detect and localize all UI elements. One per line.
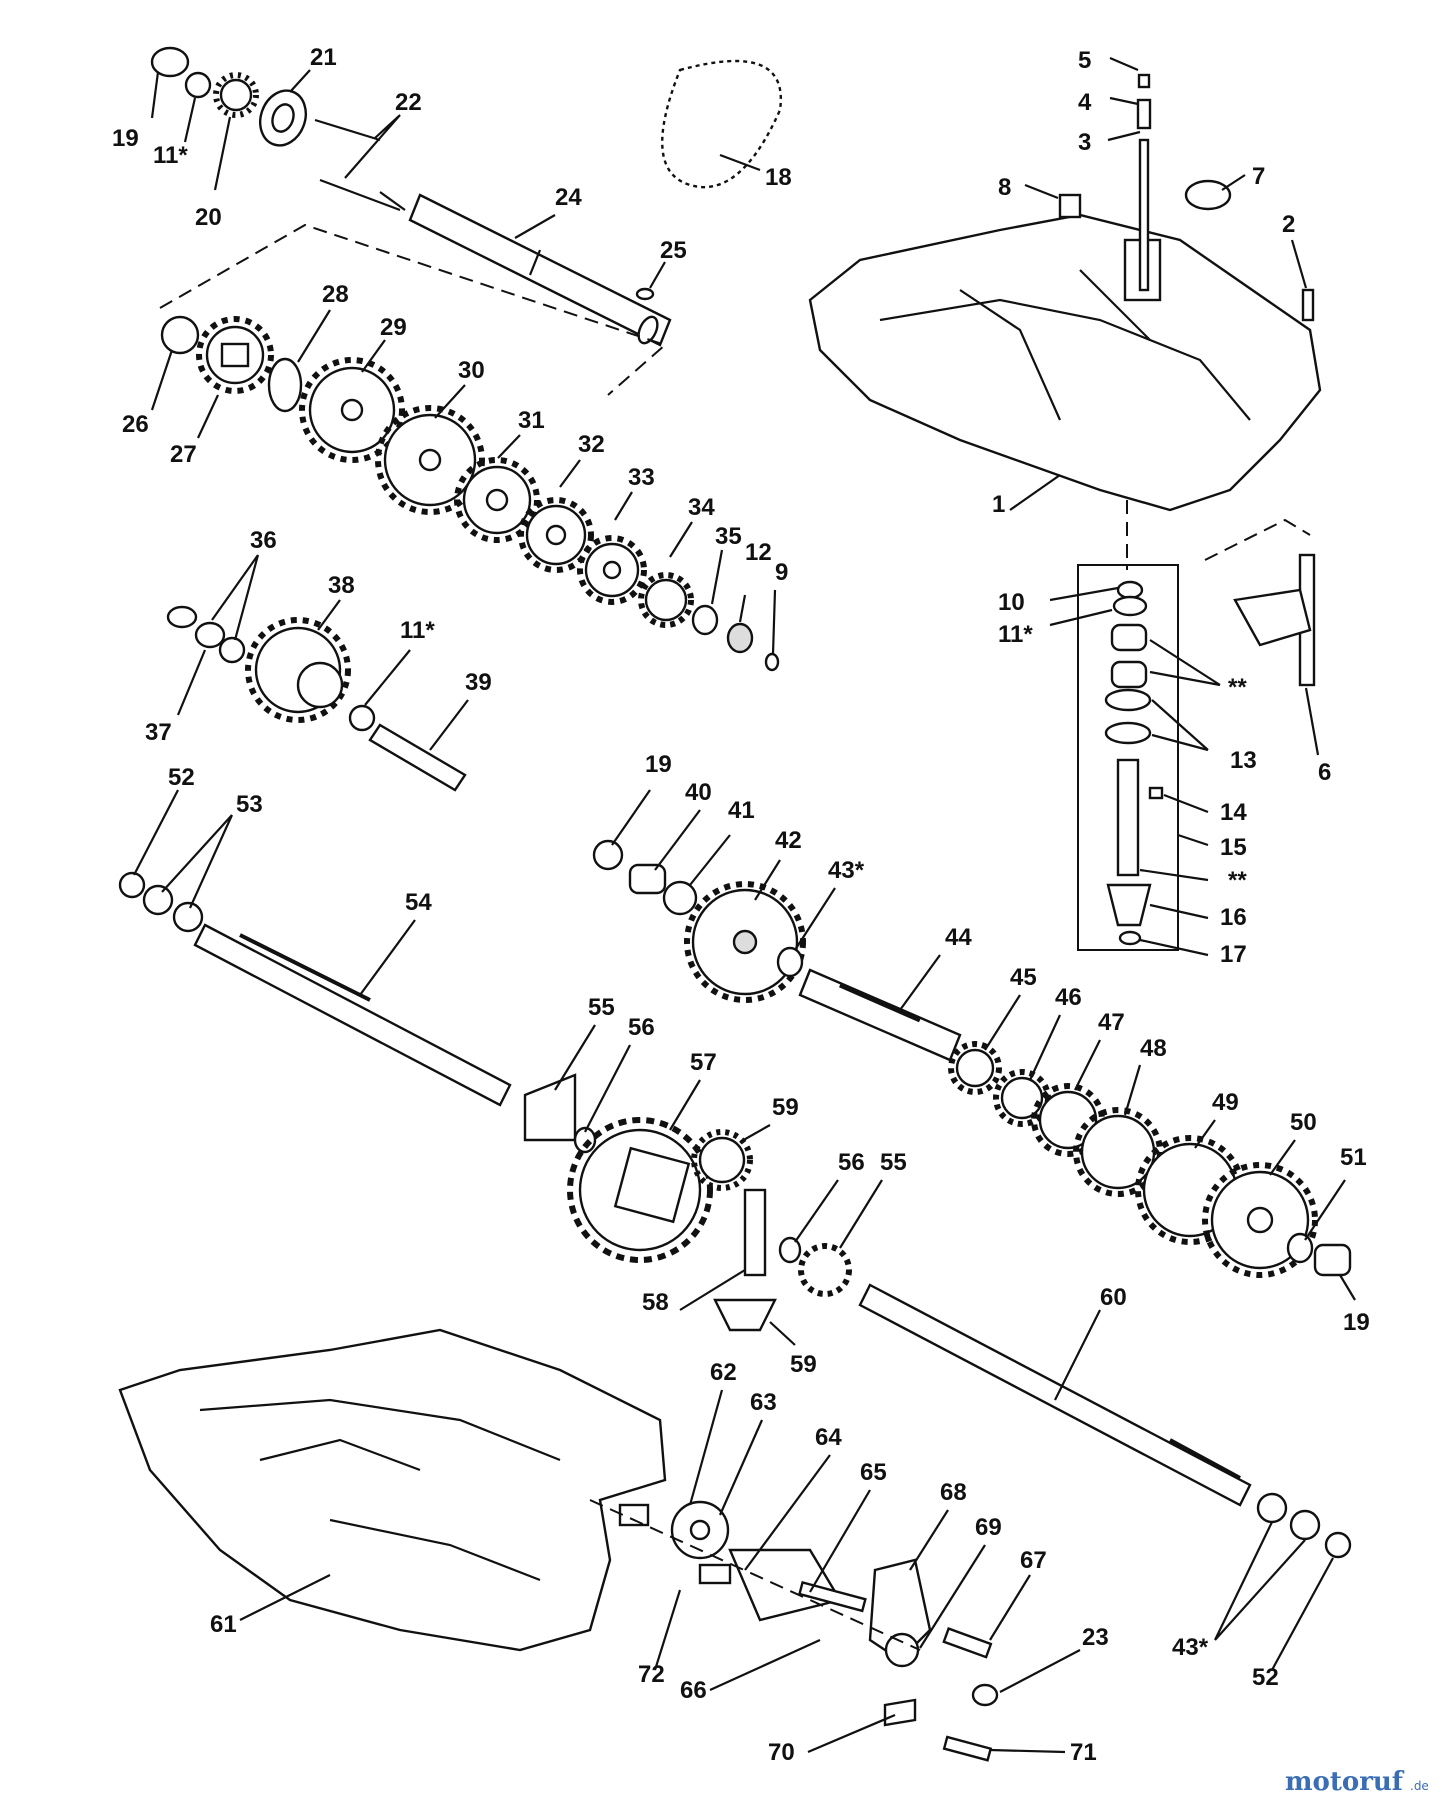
label-52: 52 bbox=[1252, 1664, 1279, 1691]
label-2: 2 bbox=[1282, 211, 1295, 238]
label-55: 55 bbox=[588, 994, 615, 1021]
label-18: 18 bbox=[765, 164, 792, 191]
label-68: 68 bbox=[940, 1479, 967, 1506]
label-52: 52 bbox=[168, 764, 195, 791]
label-11: 11* bbox=[998, 621, 1033, 648]
label-49: 49 bbox=[1212, 1089, 1239, 1116]
label-33: 33 bbox=[628, 464, 655, 491]
part-labels: 19 11* 20 21 22 18 24 25 5 4 3 8 7 2 26 … bbox=[112, 44, 1370, 1766]
label-59: 59 bbox=[772, 1094, 799, 1121]
label-63: 63 bbox=[750, 1389, 777, 1416]
label-double-star: ** bbox=[1228, 674, 1247, 701]
label-59: 59 bbox=[790, 1351, 817, 1378]
label-56: 56 bbox=[628, 1014, 655, 1041]
label-69: 69 bbox=[975, 1514, 1002, 1541]
label-41: 41 bbox=[728, 797, 755, 824]
label-45: 45 bbox=[1010, 964, 1037, 991]
label-19: 19 bbox=[1343, 1309, 1370, 1336]
watermark-brand: motoruf bbox=[1285, 1767, 1405, 1797]
label-48: 48 bbox=[1140, 1035, 1167, 1062]
label-19: 19 bbox=[645, 751, 672, 778]
label-21: 21 bbox=[310, 44, 337, 71]
label-39: 39 bbox=[465, 669, 492, 696]
label-5: 5 bbox=[1078, 47, 1091, 74]
label-25: 25 bbox=[660, 237, 687, 264]
label-56: 56 bbox=[838, 1149, 865, 1176]
label-4: 4 bbox=[1078, 89, 1092, 116]
label-19: 19 bbox=[112, 125, 139, 152]
label-66: 66 bbox=[680, 1677, 707, 1704]
label-72: 72 bbox=[638, 1661, 665, 1688]
label-23: 23 bbox=[1082, 1624, 1109, 1651]
label-70: 70 bbox=[768, 1739, 795, 1766]
label-53: 53 bbox=[236, 791, 263, 818]
label-34: 34 bbox=[688, 494, 715, 521]
label-40: 40 bbox=[685, 779, 712, 806]
label-58: 58 bbox=[642, 1289, 669, 1316]
label-20: 20 bbox=[195, 204, 222, 231]
label-43: 43* bbox=[828, 857, 865, 884]
label-29: 29 bbox=[380, 314, 407, 341]
label-16: 16 bbox=[1220, 904, 1247, 931]
parts-artwork bbox=[118, 46, 1352, 1762]
label-32: 32 bbox=[578, 431, 605, 458]
label-64: 64 bbox=[815, 1424, 842, 1451]
label-27: 27 bbox=[170, 441, 197, 468]
label-67: 67 bbox=[1020, 1547, 1047, 1574]
label-35: 35 bbox=[715, 523, 742, 550]
label-8: 8 bbox=[998, 174, 1011, 201]
label-71: 71 bbox=[1070, 1739, 1097, 1766]
label-12: 12 bbox=[745, 539, 772, 566]
label-6: 6 bbox=[1318, 759, 1331, 786]
label-42: 42 bbox=[775, 827, 802, 854]
label-43: 43* bbox=[1172, 1634, 1209, 1661]
label-24: 24 bbox=[555, 184, 582, 211]
label-36: 36 bbox=[250, 527, 277, 554]
label-44: 44 bbox=[945, 924, 972, 951]
label-55: 55 bbox=[880, 1149, 907, 1176]
label-7: 7 bbox=[1252, 163, 1265, 190]
label-50: 50 bbox=[1290, 1109, 1317, 1136]
label-28: 28 bbox=[322, 281, 349, 308]
label-61: 61 bbox=[210, 1611, 237, 1638]
label-62: 62 bbox=[710, 1359, 737, 1386]
label-38: 38 bbox=[328, 572, 355, 599]
label-10: 10 bbox=[998, 589, 1025, 616]
label-51: 51 bbox=[1340, 1144, 1367, 1171]
label-1: 1 bbox=[992, 491, 1005, 518]
label-54: 54 bbox=[405, 889, 432, 916]
label-37: 37 bbox=[145, 719, 172, 746]
label-double-star: ** bbox=[1228, 867, 1247, 894]
label-22: 22 bbox=[395, 89, 422, 116]
label-46: 46 bbox=[1055, 984, 1082, 1011]
label-47: 47 bbox=[1098, 1009, 1125, 1036]
leader-lines bbox=[133, 56, 1356, 1754]
label-11: 11* bbox=[400, 617, 435, 644]
label-15: 15 bbox=[1220, 834, 1247, 861]
watermark-logo: motoruf .de bbox=[1285, 1767, 1429, 1797]
label-26: 26 bbox=[122, 411, 149, 438]
label-65: 65 bbox=[860, 1459, 887, 1486]
label-57: 57 bbox=[690, 1049, 717, 1076]
label-9: 9 bbox=[775, 559, 788, 586]
label-13: 13 bbox=[1230, 747, 1257, 774]
label-14: 14 bbox=[1220, 799, 1247, 826]
label-17: 17 bbox=[1220, 941, 1247, 968]
label-11: 11* bbox=[153, 142, 188, 169]
label-31: 31 bbox=[518, 407, 545, 434]
label-30: 30 bbox=[458, 357, 485, 384]
label-60: 60 bbox=[1100, 1284, 1127, 1311]
label-3: 3 bbox=[1078, 129, 1091, 156]
watermark-suffix: .de bbox=[1410, 1779, 1429, 1793]
